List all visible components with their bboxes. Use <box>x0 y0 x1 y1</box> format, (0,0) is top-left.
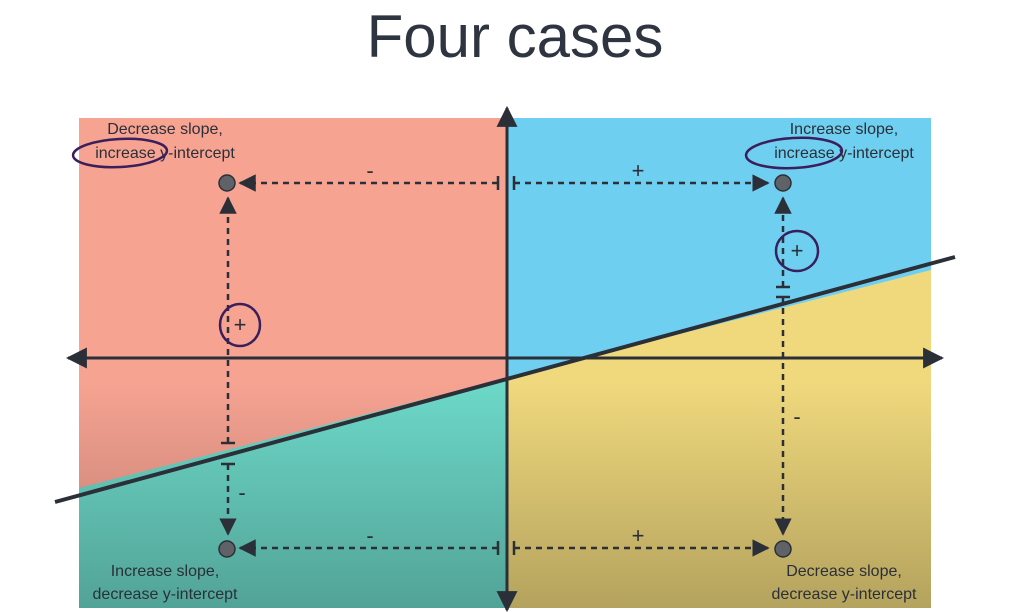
top-right-point <box>774 174 792 192</box>
top-right-increase-annotation <box>744 136 844 170</box>
page-title: Four cases <box>366 3 664 70</box>
top-left-horizontal-sign: - <box>366 158 373 183</box>
top-right-label-line2: increase y-intercept <box>774 145 914 162</box>
top-right-label-line1: Increase slope, <box>790 121 899 138</box>
regression-line <box>54 255 956 504</box>
left-plus-annotation <box>218 302 262 348</box>
left-vertical-below-sign: - <box>238 480 245 505</box>
bottom-right-label-line2: decrease y-intercept <box>772 586 918 603</box>
right-vertical-above-sign: + <box>791 238 804 263</box>
right-plus-annotation <box>774 229 820 273</box>
top-left-label-line1: Decrease slope, <box>107 121 223 138</box>
bottom-left-point <box>218 540 236 558</box>
bottom-left-horizontal-sign: - <box>366 523 373 548</box>
bottom-right-horizontal-sign: + <box>632 523 645 548</box>
bottom-left-label-line2: decrease y-intercept <box>93 586 239 603</box>
top-right-horizontal-sign: + <box>632 158 645 183</box>
left-vertical-above-sign: + <box>234 312 247 337</box>
bottom-left-label-line1: Increase slope, <box>111 563 220 580</box>
right-vertical-below-sign: - <box>793 404 800 429</box>
bottom-right-point <box>774 540 792 558</box>
top-left-increase-annotation <box>71 137 169 169</box>
bottom-right-label-line1: Decrease slope, <box>786 563 902 580</box>
top-left-point <box>218 174 236 192</box>
